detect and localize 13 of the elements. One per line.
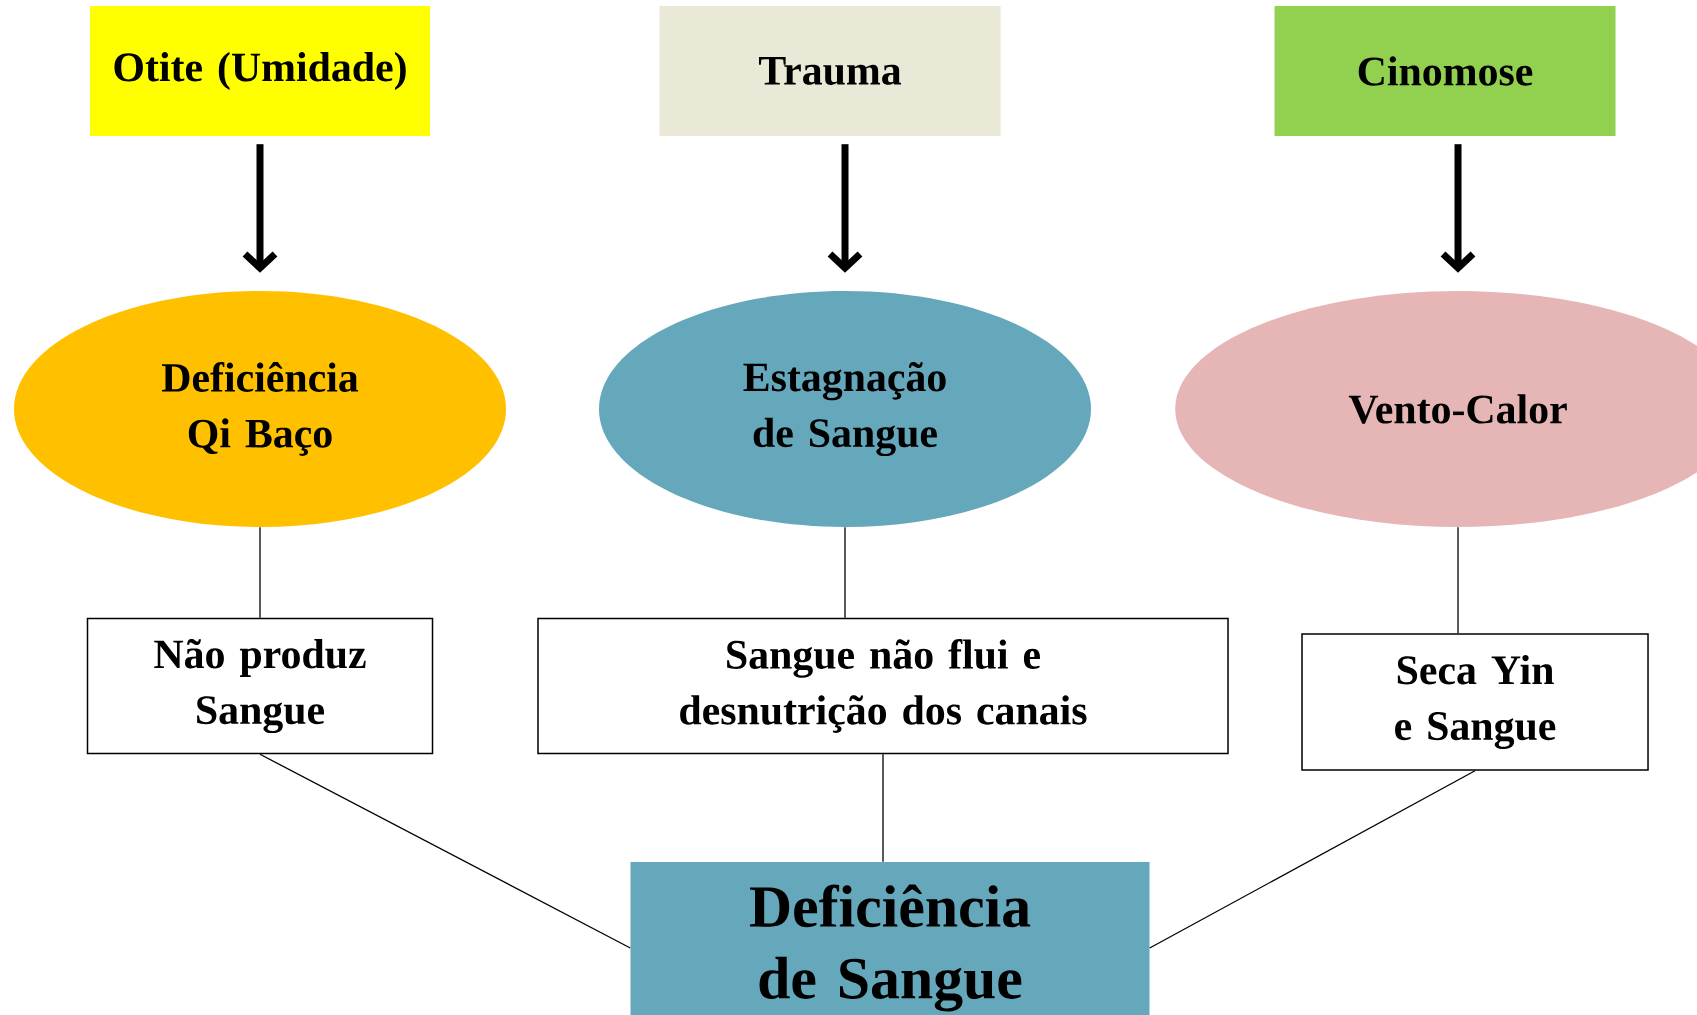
connector-line: [259, 753, 631, 949]
connector-line: [1149, 770, 1476, 949]
connector-line: [882, 753, 884, 863]
connector-line: [259, 526, 261, 619]
cause-box: Cinomose: [1274, 6, 1616, 136]
connector-line: [1457, 526, 1459, 634]
connector-line: [844, 526, 846, 619]
cause-box: Otite (Umidade): [90, 6, 430, 136]
effect-box: Não produz Sangue: [86, 617, 434, 755]
result-box: Deficiência de Sangue: [630, 862, 1150, 1015]
effect-box: Sangue não flui e desnutrição dos canais: [537, 617, 1229, 755]
effect-box: Seca Yin e Sangue: [1301, 633, 1649, 771]
cause-box: Trauma: [659, 6, 1001, 136]
